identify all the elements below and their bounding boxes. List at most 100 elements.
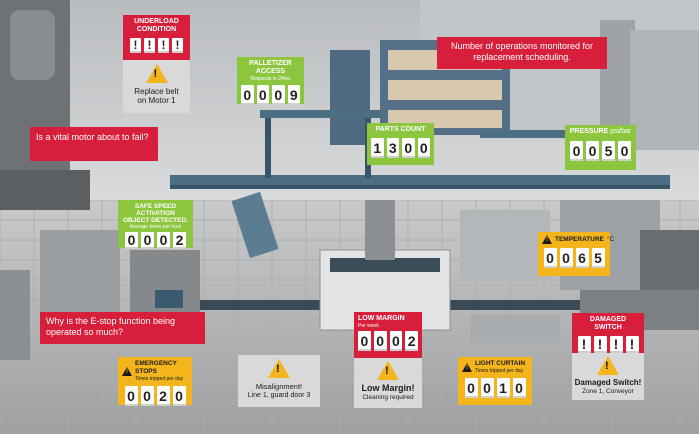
safe-speed-title-line1: SAFE SPEED ACTIVATION [134, 203, 177, 217]
parts-count-digit-3: 0 [402, 138, 415, 158]
safe-speed-digits: 0 0 0 2 [122, 232, 189, 249]
low-margin-caption-panel: ! Low Margin! Cleaning required [354, 358, 422, 408]
light-curtain-digit-2: 0 [480, 378, 494, 398]
temperature-digits: 0 0 6 5 [542, 248, 606, 268]
safe-speed-subtitle: Average times per hour [129, 224, 182, 230]
pressure-digit-4: 0 [618, 141, 631, 161]
parts-count-card: PARTS COUNT 1 3 0 0 [367, 123, 434, 165]
palletizer-access-card: PALLETIZER ACCESS Requests in 24hrs 0 0 … [237, 57, 304, 105]
damaged-switch-caption-title: Damaged Switch! [574, 378, 642, 387]
parts-count-digits: 1 3 0 0 [371, 138, 430, 158]
damaged-switch-digit-2: ! [593, 336, 607, 353]
temperature-card: ! TEMPERATURE °C 0 0 6 5 [538, 232, 614, 276]
emergency-stops-digit-2: 0 [140, 386, 154, 406]
safe-speed-digit-2: 0 [141, 232, 154, 249]
emergency-stops-digit-1: 0 [124, 386, 138, 406]
light-curtain-digit-1: 0 [464, 378, 478, 398]
damaged-switch-digit-1: ! [577, 336, 591, 353]
palletizer-digit-1: 0 [241, 85, 254, 105]
underload-condition-card: UNDERLOAD CONDITION ! ! ! ! [123, 15, 190, 60]
low-margin-subtitle: Per week [358, 323, 379, 329]
damaged-switch-card: DAMAGED SWITCH ! ! ! ! [572, 313, 644, 353]
low-margin-caption-title: Low Margin! [361, 383, 415, 393]
parts-count-digit-1: 1 [371, 138, 384, 158]
underload-digit-2: ! [144, 38, 155, 53]
palletizer-digit-3: 0 [272, 85, 285, 105]
parts-count-digit-4: 0 [417, 138, 430, 158]
emergency-stops-title: EMERGENCY STOPS [135, 360, 177, 375]
damaged-switch-caption-sub: Zone 1, Conveyor [582, 388, 634, 395]
low-margin-digit-4: 2 [405, 331, 418, 351]
low-margin-digit-3: 0 [389, 331, 403, 351]
pressure-digit-1: 0 [570, 141, 583, 161]
underload-caption-line1: Replace belt [134, 87, 179, 96]
light-curtain-digit-4: 0 [512, 378, 526, 398]
temperature-digit-3: 6 [575, 248, 589, 268]
warning-triangle-icon: ! [462, 362, 472, 372]
vital-motor-question: Is a vital motor about to fail? [30, 127, 158, 161]
damaged-switch-digits: ! ! ! ! [576, 336, 640, 353]
parts-count-digit-2: 3 [386, 138, 399, 158]
temperature-digit-4: 5 [591, 248, 605, 268]
low-margin-digit-2: 0 [373, 331, 387, 351]
misalignment-caption-sub: Line 1, guard door 3 [247, 392, 311, 399]
temperature-unit: °C [607, 235, 615, 243]
underload-condition-title: UNDERLOAD CONDITION [134, 18, 179, 33]
warning-triangle-icon: ! [542, 235, 552, 244]
light-curtain-card: ! LIGHT CURTAIN Times tripped per day 0 … [458, 357, 532, 405]
temperature-digit-1: 0 [543, 248, 557, 268]
low-margin-card: LOW MARGIN Per week 0 0 0 2 [354, 312, 422, 358]
pressure-title-row: PRESSURE psi/bar [569, 128, 632, 136]
damaged-switch-digit-4: ! [625, 336, 639, 353]
palletizer-title: PALLETIZER ACCESS [249, 60, 292, 75]
light-curtain-title-row: ! LIGHT CURTAIN Times tripped per day [462, 360, 528, 374]
safe-speed-title-line2: OBJECT DETECTED. [122, 217, 188, 224]
warning-triangle-icon: ! [268, 359, 290, 378]
warning-triangle-icon: ! [377, 361, 399, 380]
temperature-digit-2: 0 [559, 248, 573, 268]
underload-digit-4: ! [172, 38, 183, 53]
misalignment-caption-title: Misalignment! [255, 382, 303, 391]
pressure-card: PRESSURE psi/bar 0 0 5 0 [565, 125, 636, 170]
light-curtain-title: LIGHT CURTAIN [475, 360, 526, 367]
emergency-stops-card: ! EMERGENCY STOPS Times tripped per day … [118, 357, 192, 406]
pressure-digit-2: 0 [586, 141, 599, 161]
damaged-switch-title: DAMAGED SWITCH [589, 316, 627, 331]
operations-monitored-message: Number of operations monitored for repla… [437, 37, 607, 69]
underload-digit-3: ! [158, 38, 169, 53]
pressure-digits: 0 0 5 0 [569, 141, 632, 161]
temperature-title: TEMPERATURE [555, 235, 604, 243]
safe-speed-digit-1: 0 [125, 232, 138, 249]
low-margin-digits: 0 0 0 2 [358, 331, 418, 351]
damaged-switch-digit-3: ! [609, 336, 623, 353]
low-margin-title: LOW MARGIN [358, 315, 405, 322]
low-margin-caption-sub: Cleaning required [362, 394, 414, 401]
damaged-switch-caption-panel: ! Damaged Switch! Zone 1, Conveyor [572, 353, 644, 400]
light-curtain-subtitle: Times tripped per day [475, 368, 524, 374]
estop-question: Why is the E-stop function being operate… [40, 312, 205, 344]
light-curtain-digits: 0 0 1 0 [462, 378, 528, 398]
misalignment-caption-panel: ! Misalignment! Line 1, guard door 3 [238, 355, 320, 407]
safe-speed-digit-4: 2 [173, 232, 186, 249]
palletizer-digit-2: 0 [256, 85, 269, 105]
emergency-stops-digits: 0 0 2 0 [122, 386, 188, 406]
underload-digit-1: ! [130, 38, 141, 53]
warning-triangle-icon: ! [597, 356, 619, 375]
safe-speed-activation-card: SAFE SPEED ACTIVATION OBJECT DETECTED. A… [118, 200, 193, 249]
parts-count-title: PARTS COUNT [375, 126, 426, 133]
emergency-stops-digit-3: 2 [156, 386, 170, 406]
light-curtain-digit-3: 1 [496, 378, 510, 398]
pressure-digit-3: 5 [602, 141, 615, 161]
emergency-stops-digit-4: 0 [172, 386, 186, 406]
palletizer-subtitle: Requests in 24hrs [250, 76, 291, 82]
underload-digits: ! ! ! ! [127, 38, 186, 53]
underload-caption-line2: on Motor 1 [137, 96, 176, 105]
pressure-unit: psi/bar [610, 128, 632, 135]
underload-caption-panel: ! Replace belt on Motor 1 [123, 60, 190, 113]
warning-triangle-icon: ! [122, 366, 132, 376]
safe-speed-digit-3: 0 [157, 232, 170, 249]
palletizer-digits: 0 0 0 9 [241, 85, 300, 105]
emergency-stops-subtitle: Times tripped per day [135, 376, 184, 382]
low-margin-digit-1: 0 [358, 331, 371, 351]
emergency-stops-title-row: ! EMERGENCY STOPS Times tripped per day [122, 360, 188, 382]
